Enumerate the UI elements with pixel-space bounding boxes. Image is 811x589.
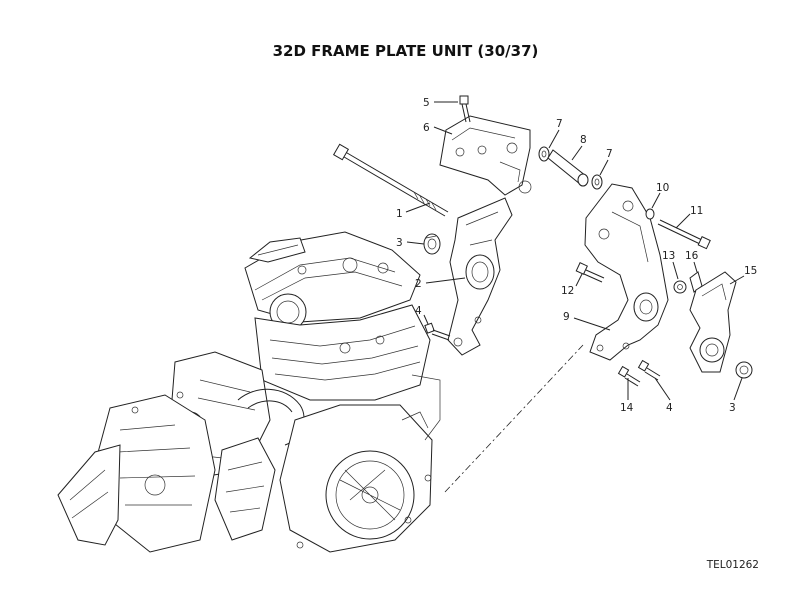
callout-3-left: 3 <box>396 237 403 249</box>
part-4-bolt-left <box>424 322 451 341</box>
part-5-bolt <box>459 95 471 123</box>
callout-4-right: 4 <box>666 402 673 414</box>
part-9-frame-plate <box>584 183 669 361</box>
callout-4-left: 4 <box>415 305 422 317</box>
mounting-axis-line <box>444 344 584 493</box>
callout-8: 8 <box>580 134 587 146</box>
part-2-footrest-bracket <box>447 197 513 356</box>
callout-1: 1 <box>396 208 403 220</box>
callout-9: 9 <box>563 311 570 323</box>
part-7-washer-lower <box>591 174 603 190</box>
callout-5: 5 <box>423 97 430 109</box>
callout-3-right: 3 <box>729 402 736 414</box>
callout-11: 11 <box>690 205 703 217</box>
callout-14: 14 <box>620 402 634 414</box>
callout-7-upper: 7 <box>556 118 563 130</box>
callout-7-lower: 7 <box>606 148 613 160</box>
part-3-bush-right <box>735 361 753 379</box>
part-4-bolt-right <box>637 359 661 381</box>
part-15-heel-guard <box>689 271 737 373</box>
part-3-bush-left <box>423 233 441 255</box>
part-10-washer <box>645 208 655 220</box>
part-14-bolt <box>617 365 641 387</box>
engine-illustration <box>57 231 441 553</box>
leader-lines <box>405 101 745 401</box>
part-7-washer-upper <box>538 146 550 162</box>
part-8-spacer <box>547 149 589 187</box>
part-1-through-bolt <box>332 143 449 217</box>
callout-12: 12 <box>561 285 574 297</box>
part-6-upper-bracket <box>439 115 532 196</box>
callout-10: 10 <box>656 182 669 194</box>
part-13-nut <box>673 280 687 294</box>
callout-6: 6 <box>423 122 430 134</box>
callout-2: 2 <box>415 278 422 290</box>
callout-15: 15 <box>744 265 757 277</box>
diagram-title: 32D FRAME PLATE UNIT (30/37) <box>272 42 539 60</box>
callout-16: 16 <box>685 250 699 262</box>
drawing-reference-code: TEL01262 <box>706 559 759 571</box>
part-11-bolt <box>657 219 711 250</box>
part-12-bolt <box>575 262 605 283</box>
callout-13: 13 <box>662 250 675 262</box>
